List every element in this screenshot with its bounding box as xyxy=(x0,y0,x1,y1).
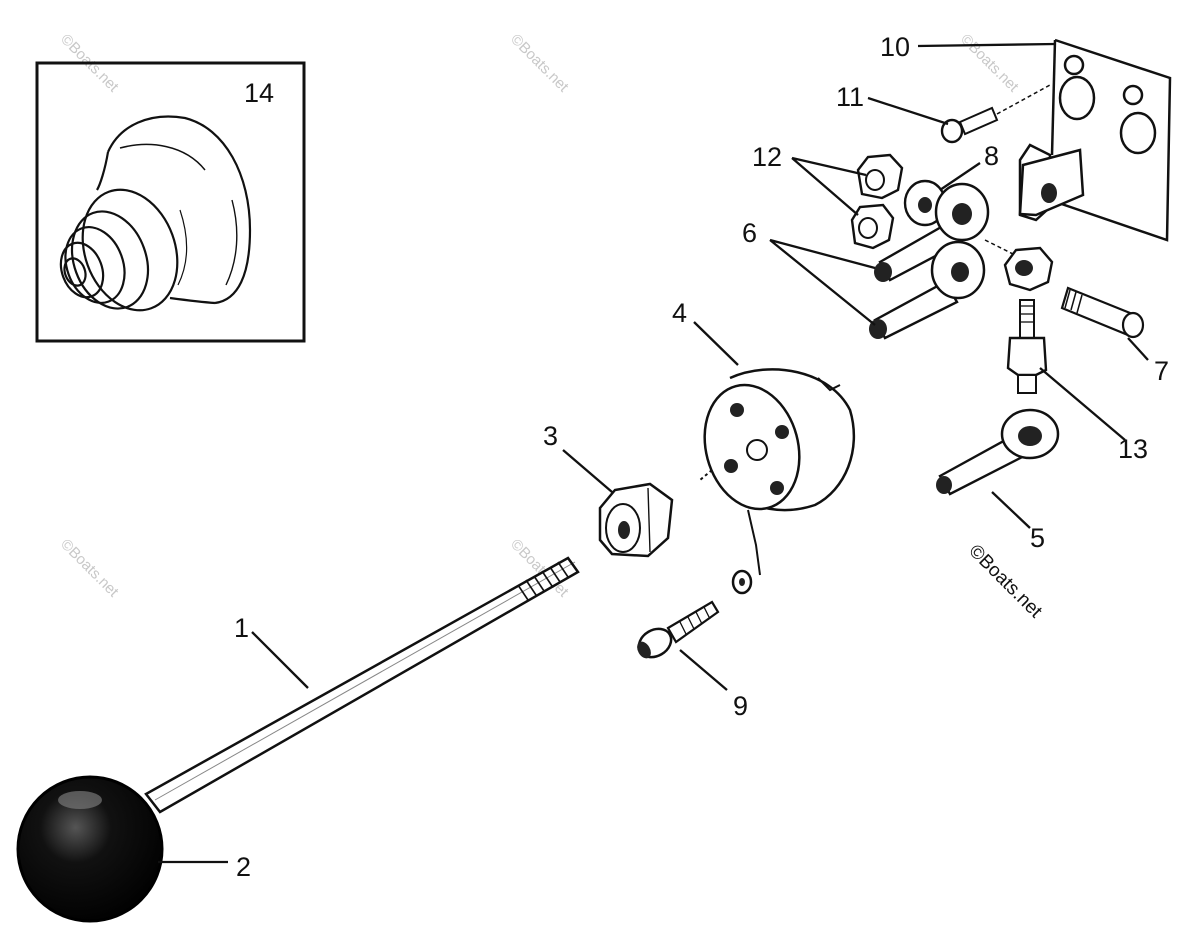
callout-10: 10 xyxy=(880,32,910,62)
part-1-lever-rod xyxy=(144,556,580,814)
inset-part-14 xyxy=(35,61,306,343)
callout-3: 3 xyxy=(543,421,558,451)
lock-washer xyxy=(731,569,753,595)
part-12-nuts xyxy=(850,153,904,250)
watermark-4: ©Boats.net xyxy=(57,536,122,601)
part-13-stud xyxy=(1006,299,1048,394)
callout-7: 7 xyxy=(1154,356,1169,386)
leader-13 xyxy=(1039,367,1126,441)
part-4-hub xyxy=(699,368,856,576)
part-9-screw xyxy=(637,600,720,659)
callout-1: 1 xyxy=(234,613,249,643)
callout-2: 2 xyxy=(236,852,251,882)
nut-near-7 xyxy=(1003,246,1054,292)
leader-9 xyxy=(679,649,728,691)
leader-7 xyxy=(1127,337,1149,361)
leader-1 xyxy=(251,631,309,689)
part-10-bracket xyxy=(1018,38,1172,242)
leader-11 xyxy=(867,96,949,126)
part-7-pin xyxy=(1060,286,1145,339)
leader-10 xyxy=(917,42,1056,48)
callout-13: 13 xyxy=(1118,434,1148,464)
part-3-nut xyxy=(598,482,674,558)
part-11-bolt xyxy=(940,84,1051,144)
watermark-3: ©Boats.net xyxy=(957,31,1022,96)
leader-6 xyxy=(769,238,876,326)
watermark-2: ©Boats.net xyxy=(507,31,572,96)
callout-12: 12 xyxy=(752,142,782,172)
callout-5: 5 xyxy=(1030,523,1045,553)
watermarks: ©Boats.net ©Boats.net ©Boats.net ©Boats.… xyxy=(57,31,1022,601)
callout-11: 11 xyxy=(836,82,864,112)
part-6-rod-ends xyxy=(869,182,1016,340)
callout-9: 9 xyxy=(733,691,748,721)
callout-4: 4 xyxy=(672,298,687,328)
leader-12 xyxy=(791,156,867,216)
callout-14: 14 xyxy=(244,78,274,108)
callout-numbers: 1 2 3 4 5 6 7 8 9 10 11 12 13 14 xyxy=(234,32,1169,882)
leader-3 xyxy=(562,449,613,493)
leader-8 xyxy=(939,162,981,191)
leader-4 xyxy=(693,321,739,366)
callout-6: 6 xyxy=(742,218,757,248)
callout-8: 8 xyxy=(984,141,999,171)
leader-lines xyxy=(158,42,1149,864)
part-2-knob xyxy=(16,775,164,923)
part-5-rod-end xyxy=(936,408,1060,496)
leader-5 xyxy=(991,491,1031,529)
